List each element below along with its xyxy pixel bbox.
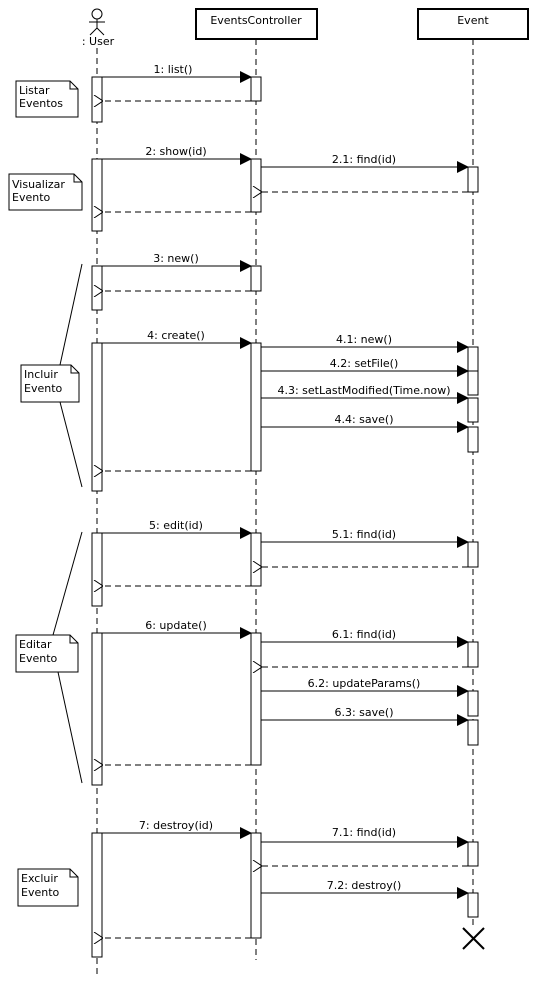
note-excluir-evento: Excluir Evento <box>17 868 79 907</box>
note-text-line: Evento <box>21 886 60 899</box>
message-label-6-3: 6.3: save() <box>334 706 393 719</box>
message-label-5: 5: edit(id) <box>149 519 203 532</box>
note-text-line: Incluir <box>24 368 58 381</box>
message-label-4-1: 4.1: new() <box>336 333 392 346</box>
note-text-line: Listar <box>19 84 50 97</box>
message-label-4: 4: create() <box>147 329 205 342</box>
message-label-7-1: 7.1: find(id) <box>332 826 396 839</box>
message-label-4-3: 4.3: setLastModified(Time.now) <box>277 384 450 397</box>
note-text-line: Eventos <box>19 97 63 110</box>
note-listar-eventos: Listar Eventos <box>15 80 79 118</box>
message-label-2: 2: show(id) <box>145 145 206 158</box>
message-label-1: 1: list() <box>154 63 193 76</box>
message-label-6-1: 6.1: find(id) <box>332 628 396 641</box>
sync-messages <box>102 71 469 899</box>
note-text-line: Visualizar <box>12 178 65 191</box>
message-label-7-2: 7.2: destroy() <box>327 879 402 892</box>
note-text-line: Editar <box>19 638 52 651</box>
note-visualizar-evento: Visualizar Evento <box>8 173 83 211</box>
return-messages <box>102 101 468 938</box>
controller-lifeline-label: EventsController <box>210 14 302 27</box>
message-label-7: 7: destroy(id) <box>139 819 213 832</box>
note-text-line: Evento <box>12 191 51 204</box>
note-text-line: Excluir <box>21 872 58 885</box>
message-label-4-4: 4.4: save() <box>334 413 393 426</box>
user-lifeline-label: : User <box>82 35 115 48</box>
message-label-2-1: 2.1: find(id) <box>332 153 396 166</box>
message-label-6-2: 6.2: updateParams() <box>308 677 421 690</box>
user-actor <box>89 8 105 36</box>
note-incluir-evento: Incluir Evento <box>20 263 83 488</box>
message-label-5-1: 5.1: find(id) <box>332 528 396 541</box>
destroy-x-mark <box>462 927 485 950</box>
event-header-box <box>417 8 529 40</box>
user-activations <box>91 76 103 958</box>
controller-activations <box>250 76 262 939</box>
note-text-line: Evento <box>19 652 58 665</box>
note-editar-evento: Editar Evento <box>15 531 83 784</box>
event-activations <box>467 166 479 918</box>
note-text-line: Evento <box>24 382 63 395</box>
message-label-6: 6: update() <box>145 619 207 632</box>
controller-header-box <box>195 8 318 40</box>
message-label-3: 3: new() <box>153 252 199 265</box>
message-label-4-2: 4.2: setFile() <box>330 357 399 370</box>
event-lifeline-label: Event <box>457 14 489 27</box>
